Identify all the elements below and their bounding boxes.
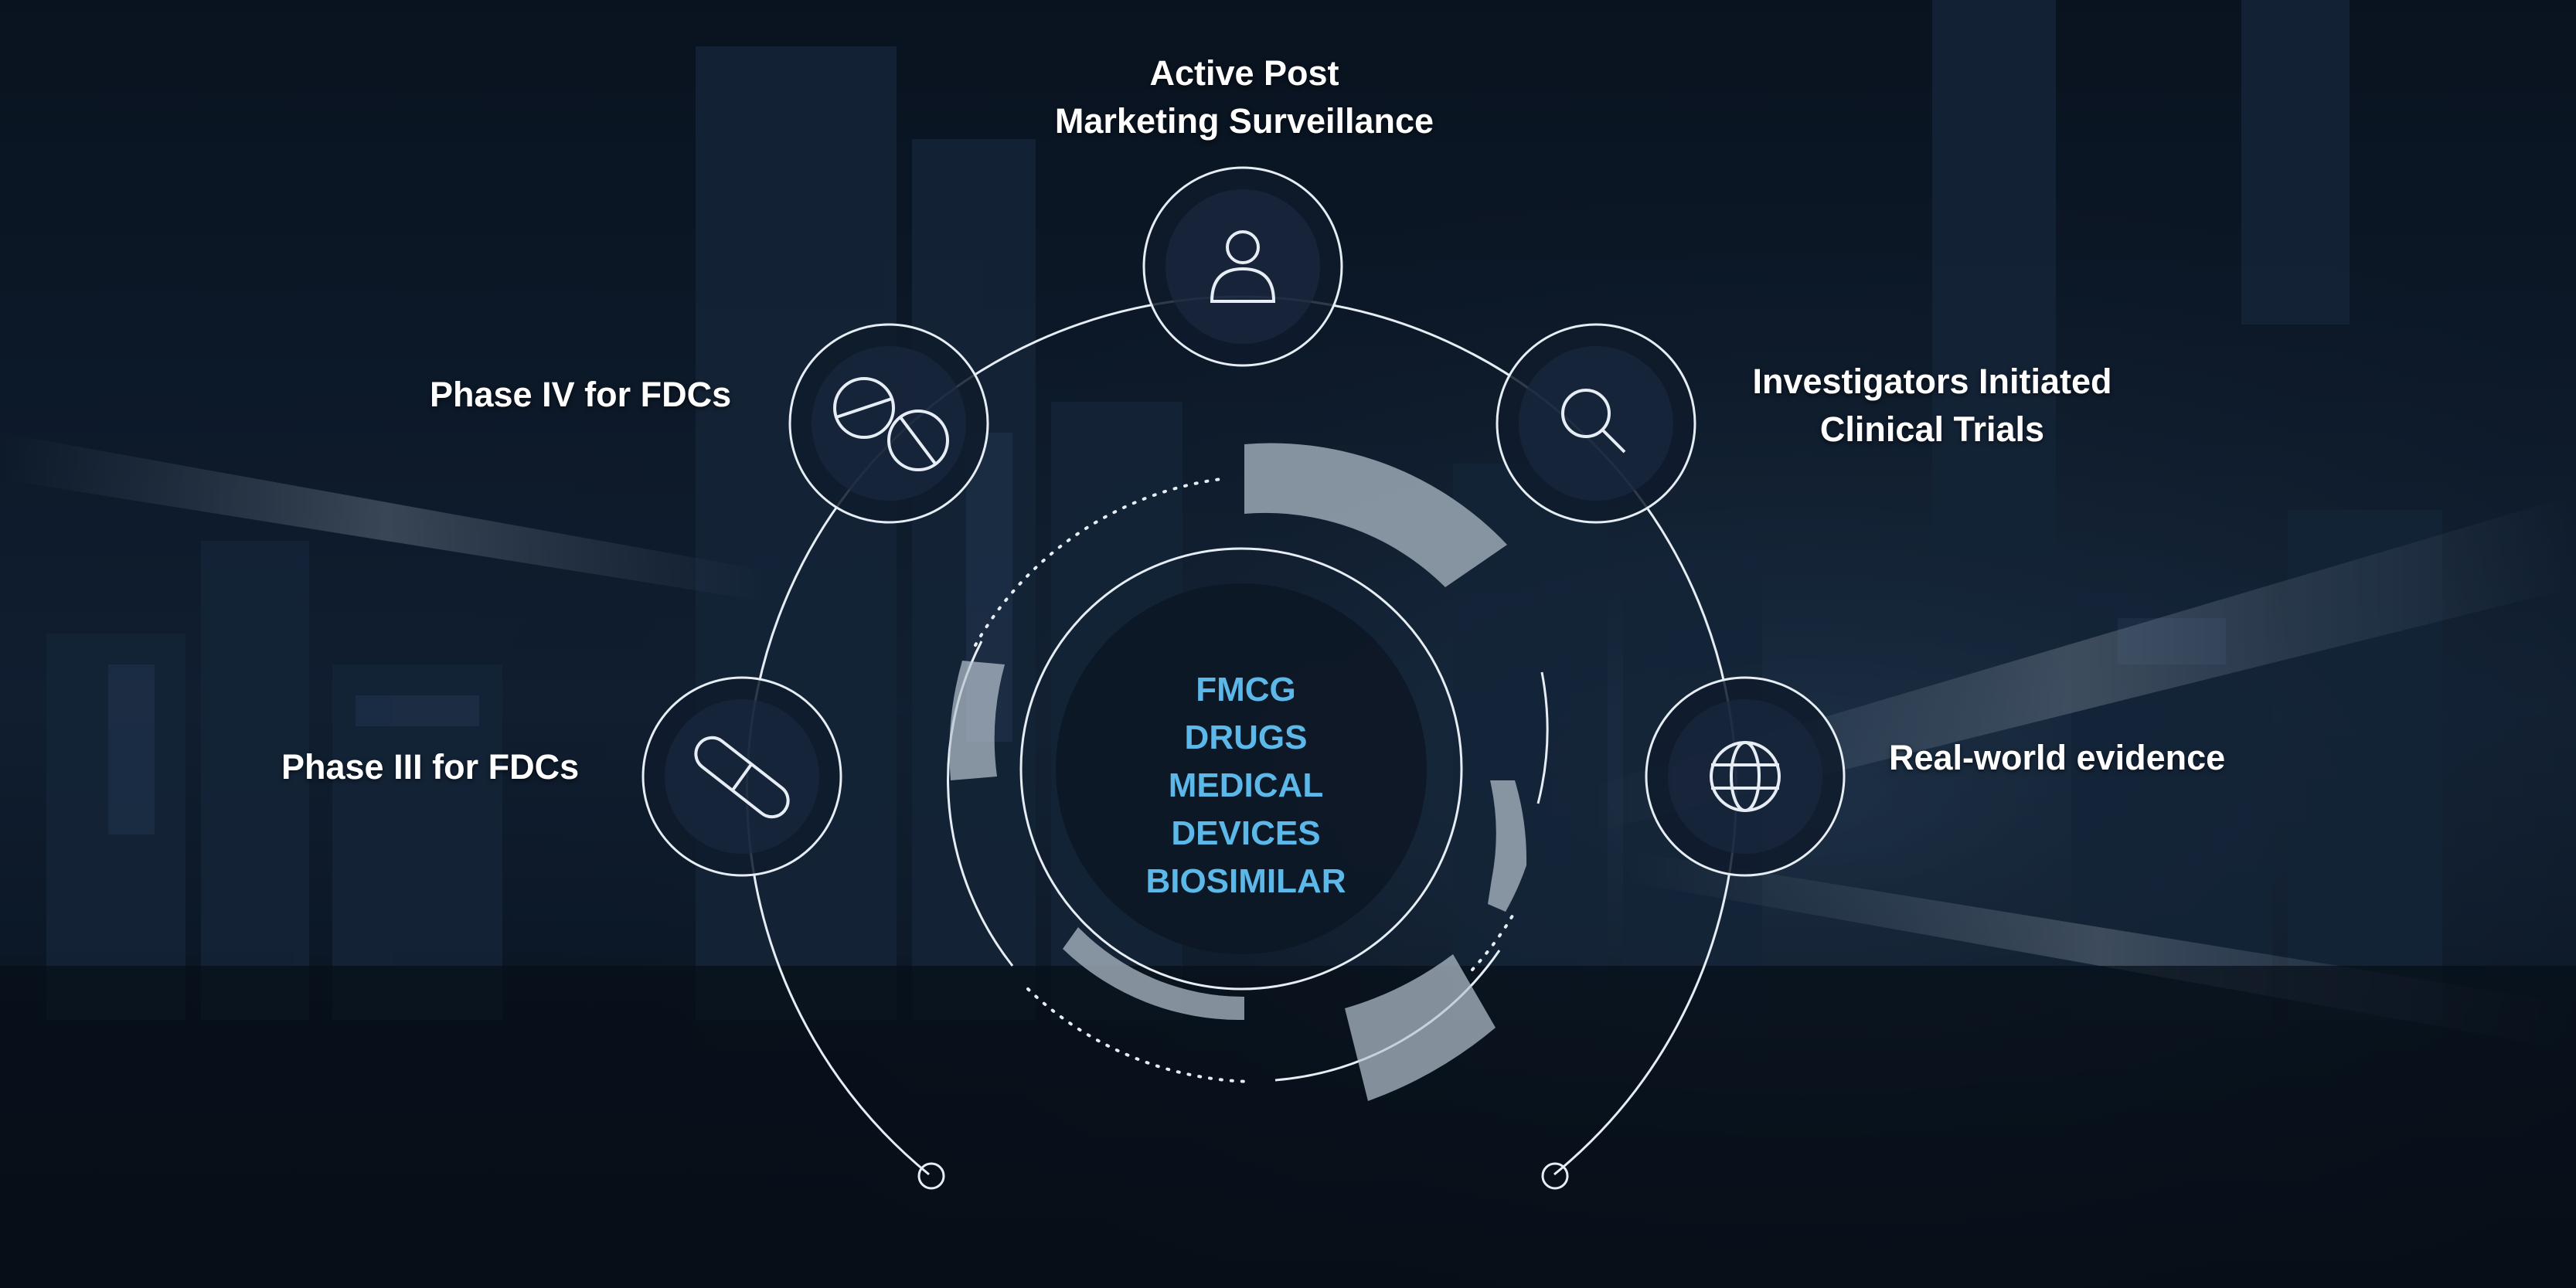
center-disc <box>1056 583 1427 954</box>
category-drugs: DRUGS <box>1184 719 1308 756</box>
label-line: Investigators Initiated <box>1752 362 2112 401</box>
arc-segments <box>949 443 1527 1101</box>
label-line: Phase III for FDCs <box>281 747 580 787</box>
capsule-icon <box>694 736 790 819</box>
category-fmcg: FMCG <box>1196 671 1296 709</box>
node-phase-iii[interactable] <box>641 676 842 877</box>
category-biosimilar: BIOSIMILAR <box>1145 862 1346 900</box>
category-medical-devices: MEDICAL DEVICES <box>1168 766 1324 852</box>
center-categories: FMCG DRUGS MEDICAL DEVICES BIOSIMILAR <box>1091 666 1400 906</box>
label-real-world-evidence: Real-world evidence <box>1889 734 2225 782</box>
inner-ring <box>1019 547 1463 991</box>
label-line: Clinical Trials <box>1819 410 2045 449</box>
magnifier-icon <box>1561 389 1626 454</box>
arc-end-dot-left <box>917 1162 945 1190</box>
globe-icon <box>1710 741 1781 812</box>
label-phase-iii: Phase III for FDCs <box>281 743 579 791</box>
label-line: Marketing Surveillance <box>1054 101 1434 141</box>
dotted-ring <box>974 477 1516 1083</box>
label-phase-iv: Phase IV for FDCs <box>430 371 731 419</box>
label-line: Phase IV for FDCs <box>430 375 732 414</box>
node-phase-iv[interactable] <box>788 323 989 524</box>
label-investigators-initiated: Investigators Initiated Clinical Trials <box>1724 358 2141 454</box>
node-active-post-marketing[interactable] <box>1142 166 1343 367</box>
person-icon <box>1210 230 1276 303</box>
arc-end-dot-right <box>1541 1162 1569 1190</box>
node-real-world-evidence[interactable] <box>1645 676 1846 877</box>
node-investigators-initiated[interactable] <box>1496 323 1696 524</box>
label-line: Active Post <box>1149 53 1339 93</box>
label-line: Real-world evidence <box>1889 738 2226 777</box>
label-active-post-marketing: Active Post Marketing Surveillance <box>1028 49 1461 145</box>
pills-icon <box>833 377 949 471</box>
